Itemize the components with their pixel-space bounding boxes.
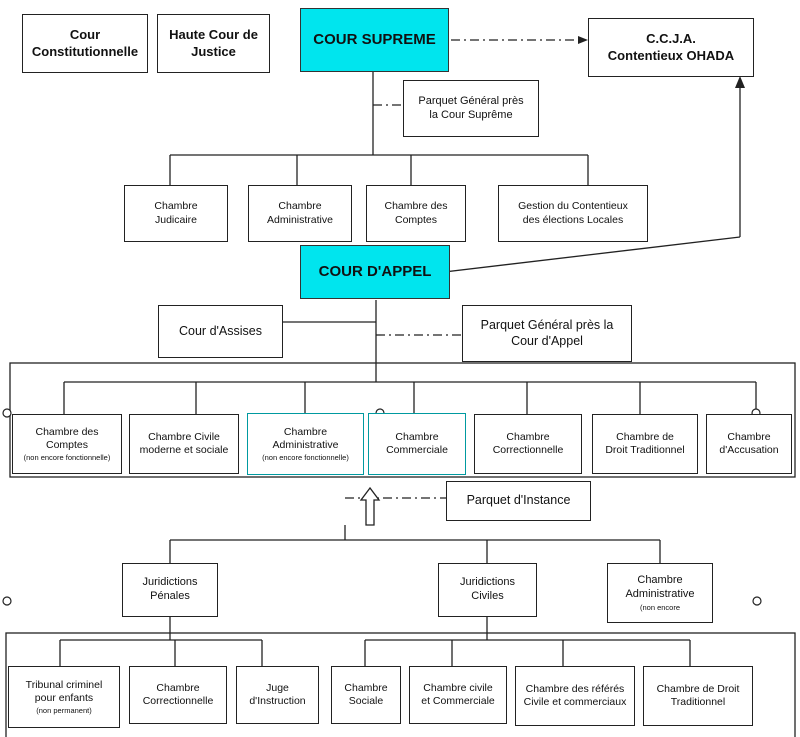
bottom-droit-traditionnel-line-2: Traditionnel <box>670 696 726 708</box>
parquet-general-supreme-line-2: la Cour Suprême <box>429 108 513 121</box>
ccja-line-1: C.C.J.A. <box>646 31 696 47</box>
juridictions-penales-box: Juridictions Pénales <box>122 563 218 617</box>
cour-appel-box: COUR D'APPEL <box>300 245 450 299</box>
bottom-sociale-line-2: Sociale <box>348 695 384 707</box>
ccja-box: C.C.J.A. Contentieux OHADA <box>588 18 754 77</box>
appel-chamber-accusation-line-1: Chambre <box>727 430 771 443</box>
juridictions-civiles-line-2: Civiles <box>471 590 504 602</box>
appel-chamber-civile: Chambre Civile moderne et sociale <box>129 414 239 474</box>
parquet-instance-box: Parquet d'Instance <box>446 481 591 521</box>
supreme-chamber-comptes: Chambre des Comptes <box>366 185 466 242</box>
appel-chamber-correctionnelle: Chambre Correctionnelle <box>474 414 582 474</box>
supreme-chamber-comptes-line-2: Comptes <box>394 213 437 226</box>
appel-chamber-commerciale-line-1: Chambre <box>395 430 439 443</box>
supreme-chamber-judicaire-line-2: Judicaire <box>154 213 198 226</box>
bottom-chambre-droit-traditionnel: Chambre de Droit Traditionnel <box>643 666 753 726</box>
appel-chamber-civile-line-2: moderne et sociale <box>139 444 229 456</box>
cour-appel-label: COUR D'APPEL <box>318 262 432 280</box>
appel-chamber-accusation: Chambre d'Accusation <box>706 414 792 474</box>
appel-chamber-administrative-line-2: Administrative <box>272 438 339 451</box>
cour-supreme-box: COUR SUPREME <box>300 8 449 72</box>
appel-chamber-comptes-line-2: Comptes <box>45 438 88 451</box>
juridictions-penales-line-2: Pénales <box>150 590 190 602</box>
parquet-general-supreme-line-1: Parquet Général près <box>418 94 524 107</box>
instance-chambre-administrative-box: Chambre Administrative (non encore <box>607 563 713 623</box>
appel-chamber-civile-line-1: Chambre Civile <box>148 430 220 443</box>
bottom-referes-line-1: Chambre des référés <box>525 682 625 695</box>
bottom-chambre-sociale: Chambre Sociale <box>331 666 401 724</box>
appel-chamber-administrative-line-1: Chambre <box>283 425 328 438</box>
bottom-tribunal-line-1: Tribunal criminel <box>25 678 103 691</box>
cour-constitutionnelle-line-2: Constitutionnelle <box>31 43 139 59</box>
bottom-juge-instruction: Juge d'Instruction <box>236 666 319 724</box>
haute-cour-line-1: Haute Cour de <box>169 27 258 43</box>
appel-chamber-comptes-line-1: Chambre des <box>35 425 99 438</box>
bottom-droit-traditionnel-line-1: Chambre de Droit <box>656 682 740 695</box>
instance-chambre-administrative-line-2: Administrative <box>625 587 695 600</box>
cour-assises-label: Cour d'Assises <box>179 323 262 338</box>
bottom-correctionnelle-line-2: Correctionnelle <box>142 695 214 707</box>
parquet-general-supreme-box: Parquet Général près la Cour Suprême <box>403 80 539 137</box>
parquet-instance-label: Parquet d'Instance <box>466 493 571 508</box>
bottom-sociale-line-1: Chambre <box>344 681 388 694</box>
bottom-correctionnelle-line-1: Chambre <box>156 681 200 694</box>
juridictions-civiles-line-1: Juridictions <box>459 576 516 589</box>
appel-chamber-correctionnelle-line-1: Chambre <box>506 430 550 443</box>
appel-chamber-comptes: Chambre des Comptes (non encore fonction… <box>12 414 122 474</box>
appel-chamber-comptes-note: (non encore fonctionnelle) <box>23 452 111 462</box>
parquet-general-appel-box: Parquet Général près la Cour d'Appel <box>462 305 632 362</box>
bottom-tribunal-criminel: Tribunal criminel pour enfants (non perm… <box>8 666 120 728</box>
haute-cour-line-2: Justice <box>191 43 236 59</box>
supreme-chamber-judicaire-line-1: Chambre <box>154 200 198 213</box>
parquet-general-appel-line-2: Cour d'Appel <box>511 333 583 348</box>
cour-constitutionnelle-box: Cour Constitutionnelle <box>22 14 148 73</box>
cour-constitutionnelle-line-1: Cour <box>69 27 101 43</box>
appel-chamber-correctionnelle-line-2: Correctionnelle <box>492 444 564 456</box>
appel-chamber-commerciale-line-2: Commerciale <box>386 444 448 456</box>
instance-chambre-administrative-note: (non encore <box>639 602 681 612</box>
supreme-chamber-judicaire: Chambre Judicaire <box>124 185 228 242</box>
supreme-chamber-elections: Gestion du Contentieux des élections Loc… <box>498 185 648 242</box>
bottom-civile-commerciale-line-2: et Commerciale <box>421 695 495 707</box>
appel-chamber-administrative-note: (non encore fonctionnelle) <box>262 452 349 462</box>
appel-chamber-droit-traditionnel: Chambre de Droit Traditionnel <box>592 414 698 474</box>
appel-chamber-commerciale: Chambre Commerciale <box>368 413 466 475</box>
instance-chambre-administrative-line-1: Chambre <box>637 574 683 587</box>
supreme-chamber-elections-line-2: des élections Locales <box>522 213 624 226</box>
cour-assises-box: Cour d'Assises <box>158 305 283 358</box>
bottom-juge-line-1: Juge <box>266 681 289 694</box>
juridictions-civiles-box: Juridictions Civiles <box>438 563 537 617</box>
bottom-juge-line-2: d'Instruction <box>249 695 306 707</box>
supreme-chamber-administrative-line-2: Administrative <box>267 213 333 226</box>
bottom-chambre-referes: Chambre des référés Civile et commerciau… <box>515 666 635 726</box>
bottom-chambre-civile-commerciale: Chambre civile et Commerciale <box>409 666 507 724</box>
juridictions-penales-line-1: Juridictions <box>142 576 198 589</box>
bottom-tribunal-line-2: pour enfants <box>34 691 94 704</box>
supreme-chamber-comptes-line-1: Chambre des <box>384 200 448 213</box>
appel-chamber-accusation-line-2: d'Accusation <box>719 444 779 456</box>
supreme-chamber-administrative: Chambre Administrative <box>248 185 352 242</box>
bottom-tribunal-note: (non permanent) <box>36 705 92 715</box>
bottom-chambre-correctionnelle: Chambre Correctionnelle <box>129 666 227 724</box>
supreme-chamber-administrative-line-1: Chambre <box>278 200 322 213</box>
cour-supreme-label: COUR SUPREME <box>313 30 436 48</box>
ccja-line-2: Contentieux OHADA <box>607 47 735 63</box>
bottom-referes-line-2: Civile et commerciaux <box>523 696 627 708</box>
haute-cour-box: Haute Cour de Justice <box>157 14 270 73</box>
bottom-civile-commerciale-line-1: Chambre civile <box>423 681 493 694</box>
supreme-chamber-elections-line-1: Gestion du Contentieux <box>518 200 628 213</box>
appel-chamber-administrative: Chambre Administrative (non encore fonct… <box>247 413 364 475</box>
appel-chamber-droit-traditionnel-line-2: Droit Traditionnel <box>605 444 685 456</box>
appel-chamber-droit-traditionnel-line-1: Chambre de <box>616 430 674 443</box>
parquet-general-appel-line-1: Parquet Général près la <box>480 317 614 332</box>
